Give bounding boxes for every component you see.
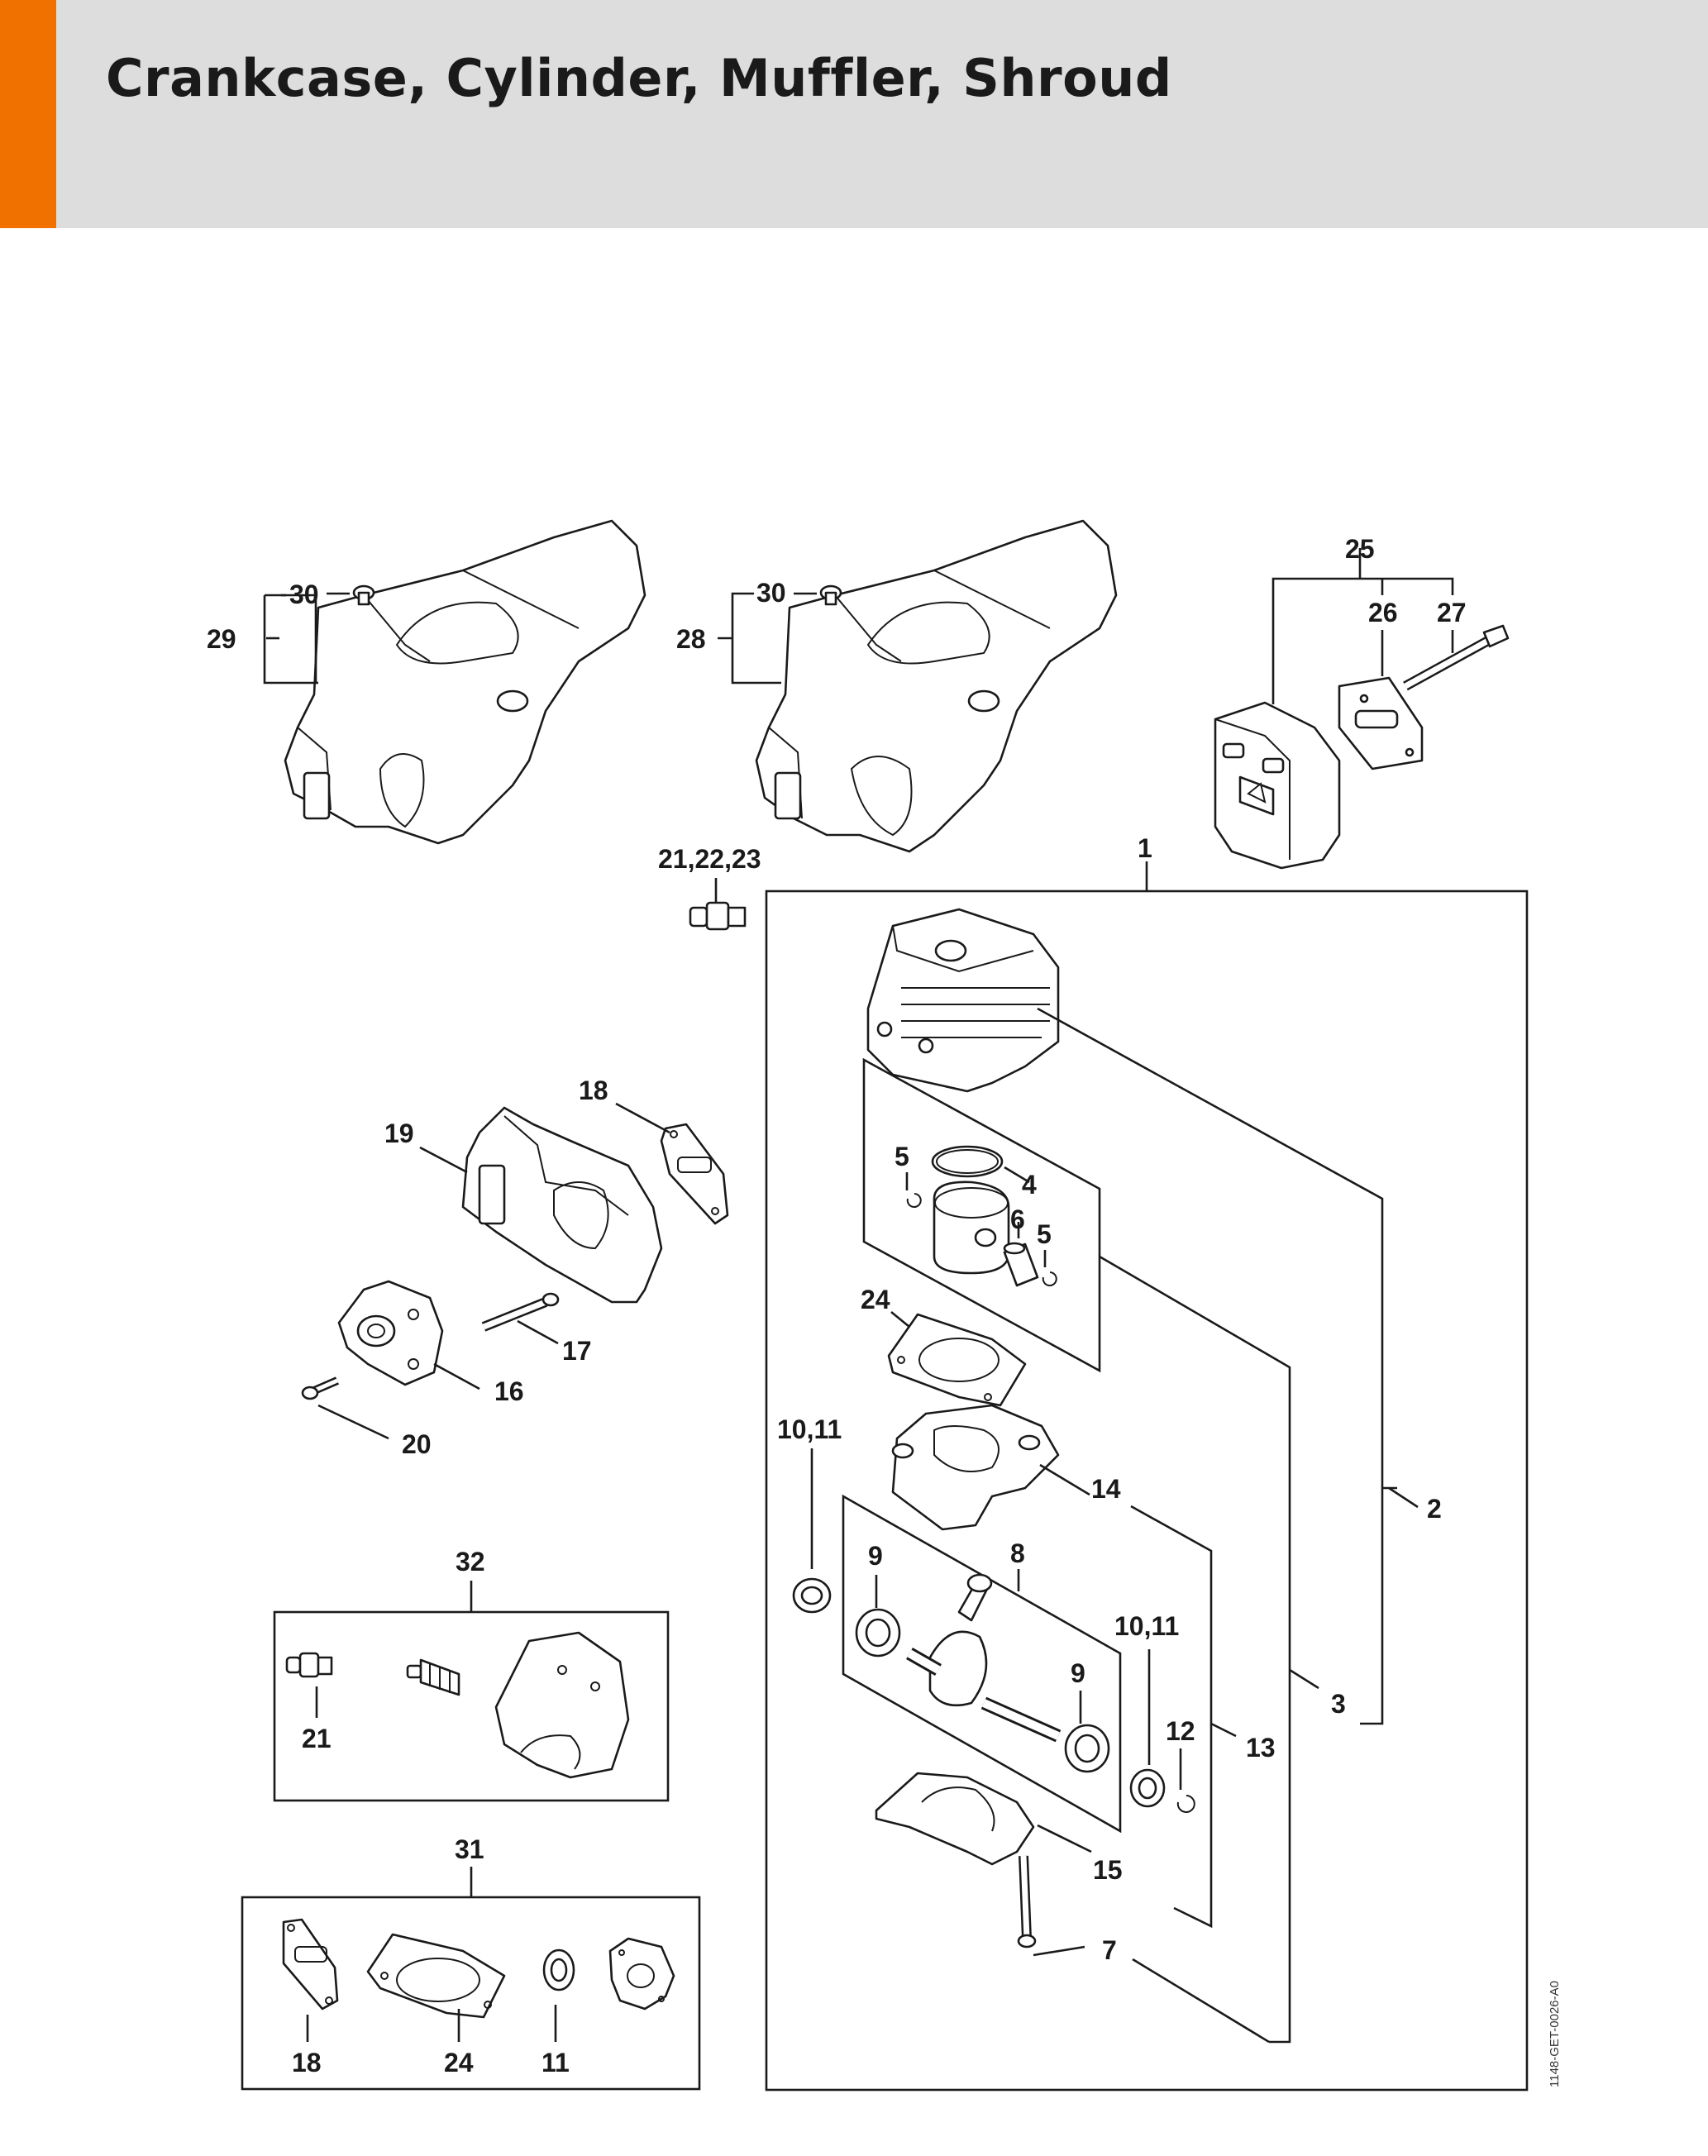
label-25: 25 xyxy=(1345,534,1375,564)
bolt-7[interactable] xyxy=(1017,1855,1037,1949)
label-16: 16 xyxy=(494,1376,524,1406)
label-13: 13 xyxy=(1246,1733,1276,1762)
heat-shield-19[interactable] xyxy=(461,1106,663,1304)
label-2: 2 xyxy=(1427,1494,1442,1524)
circlip-5-b[interactable] xyxy=(1042,1271,1057,1286)
muffler-bolt-27[interactable] xyxy=(1403,624,1510,691)
drawing-code: 1148-GET-0026-A0 xyxy=(1548,1981,1562,2087)
label-30-b: 30 xyxy=(756,578,786,608)
label-15: 15 xyxy=(1093,1855,1123,1885)
label-29: 29 xyxy=(207,624,236,654)
gasket-24-b[interactable] xyxy=(366,1933,506,2019)
label-9-b: 9 xyxy=(1071,1658,1085,1688)
shroud-28[interactable] xyxy=(755,519,1118,853)
circlip-5-a[interactable] xyxy=(906,1193,922,1208)
oil-seal-11[interactable] xyxy=(542,1949,575,1991)
oil-seal-10-11-b[interactable] xyxy=(1129,1768,1166,1808)
kit-box-13 xyxy=(842,1494,1122,1834)
label-5-b: 5 xyxy=(1037,1219,1052,1249)
carburetor-gasket[interactable] xyxy=(608,1937,675,2011)
label-27: 27 xyxy=(1437,598,1467,627)
label-18-b: 18 xyxy=(292,2048,322,2077)
label-12: 12 xyxy=(1166,1716,1195,1746)
circlip-12[interactable] xyxy=(1176,1795,1195,1813)
label-6: 6 xyxy=(1010,1204,1025,1234)
label-9-a: 9 xyxy=(868,1541,883,1571)
label-20: 20 xyxy=(402,1429,432,1459)
label-32: 32 xyxy=(456,1547,485,1576)
label-24-a: 24 xyxy=(861,1285,890,1314)
muffler-plate-26[interactable] xyxy=(1338,676,1424,770)
page-title: Crankcase, Cylinder, Muffler, Shroud xyxy=(106,48,1172,108)
gasket-18-b[interactable] xyxy=(282,1918,339,2011)
label-10-11-b: 10,11 xyxy=(1114,1611,1179,1641)
kit-box-3 xyxy=(862,1057,1101,1373)
fuel-filter[interactable] xyxy=(406,1658,460,1696)
label-21: 21 xyxy=(302,1724,332,1753)
label-28: 28 xyxy=(676,624,706,654)
screw-30-b[interactable] xyxy=(819,584,842,606)
label-18-a: 18 xyxy=(579,1076,608,1105)
oil-seal-10-11-a[interactable] xyxy=(792,1577,832,1614)
label-5-a: 5 xyxy=(895,1142,909,1171)
crankcase-15[interactable] xyxy=(875,1772,1035,1866)
label-26: 26 xyxy=(1368,598,1398,627)
label-10-11-a: 10,11 xyxy=(777,1414,842,1444)
label-14: 14 xyxy=(1091,1474,1121,1504)
gasket-24[interactable] xyxy=(887,1313,1027,1407)
screw-20[interactable] xyxy=(301,1376,339,1400)
label-17: 17 xyxy=(562,1336,592,1366)
bearing-9-b[interactable] xyxy=(1064,1724,1110,1773)
connector-21[interactable] xyxy=(285,1652,333,1678)
header-accent-bar xyxy=(0,0,56,228)
piston[interactable] xyxy=(933,1181,1010,1275)
bolt-17[interactable] xyxy=(481,1292,560,1332)
label-7: 7 xyxy=(1102,1935,1117,1965)
connector-21-22-23[interactable] xyxy=(689,901,747,931)
gasket-18-a[interactable] xyxy=(660,1123,729,1225)
cylinder[interactable] xyxy=(866,908,1060,1093)
kit-box-1 xyxy=(765,890,1529,2092)
page-header: Crankcase, Cylinder, Muffler, Shroud xyxy=(0,0,1708,228)
flange-16[interactable] xyxy=(337,1280,444,1386)
filter-plate[interactable] xyxy=(494,1631,630,1779)
shroud-29[interactable] xyxy=(284,519,646,845)
piston-ring-4[interactable] xyxy=(931,1145,1004,1178)
label-21-22-23: 21,22,23 xyxy=(658,844,761,874)
crankshaft-8[interactable] xyxy=(906,1573,1062,1743)
bearing-9-a[interactable] xyxy=(855,1608,901,1658)
label-11: 11 xyxy=(542,2048,570,2077)
crankcase-14[interactable] xyxy=(891,1404,1060,1531)
muffler-25[interactable] xyxy=(1214,701,1341,870)
label-8: 8 xyxy=(1010,1538,1025,1568)
piston-pin-6[interactable] xyxy=(1003,1242,1039,1287)
label-30-a: 30 xyxy=(289,580,319,609)
label-19: 19 xyxy=(384,1119,414,1148)
label-3: 3 xyxy=(1331,1689,1346,1719)
label-1: 1 xyxy=(1138,833,1152,863)
screw-30-a[interactable] xyxy=(352,584,375,606)
label-24-b: 24 xyxy=(444,2048,474,2077)
label-4: 4 xyxy=(1022,1170,1037,1200)
label-31: 31 xyxy=(455,1834,484,1864)
